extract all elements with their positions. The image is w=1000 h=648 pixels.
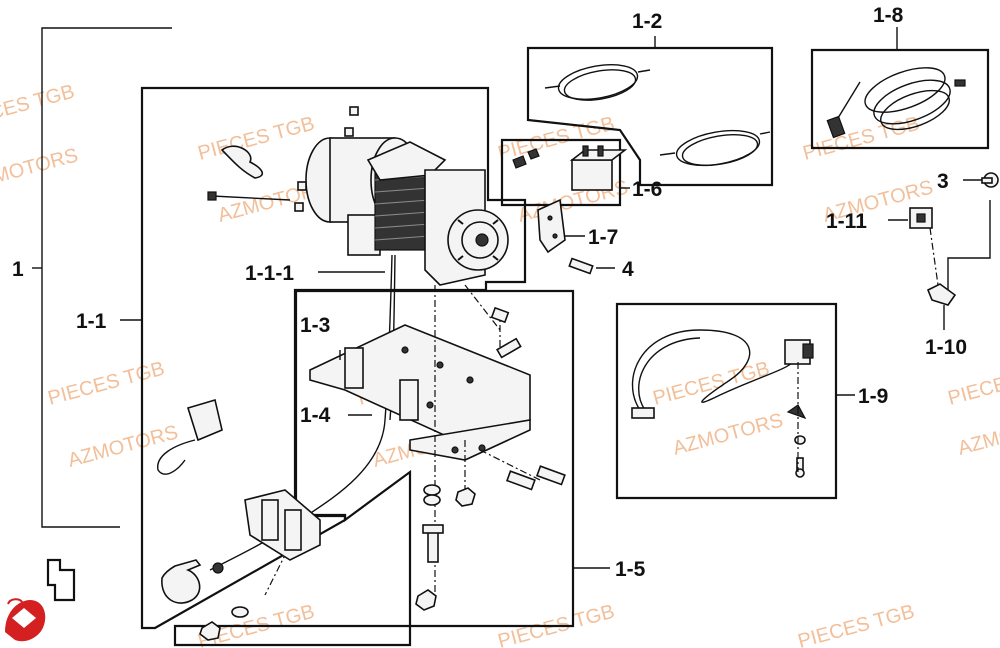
azmotors-logo: [5, 598, 46, 642]
bolt: [505, 470, 536, 491]
fastener-guideline: [479, 449, 541, 481]
washer: [423, 484, 441, 506]
watermark-pieces: PIECES TGB: [496, 601, 617, 648]
frame-1-8: [810, 48, 990, 150]
roller-fairlead: [244, 489, 321, 561]
label-1-5: 1-5: [615, 558, 646, 581]
watermark-azmotors: AZMOTORS: [956, 409, 1000, 459]
watermark-pieces: PIECES TGB: [196, 113, 317, 165]
frame-1-6: [500, 138, 622, 207]
mounting-plate: [309, 324, 531, 461]
nut: [199, 621, 221, 641]
leader-line: [947, 200, 991, 300]
label-1: 1: [12, 258, 24, 281]
watermark-pieces: PIECES TGB: [651, 358, 772, 410]
watermark-pieces: PIECES TGB: [946, 358, 1000, 410]
screw: [568, 257, 594, 275]
nut: [455, 487, 476, 507]
frame-1-9: [615, 302, 838, 500]
fastener-guideline: [264, 524, 301, 596]
label-1-2: 1-2: [632, 10, 662, 33]
label-1-4: 1-4: [300, 404, 331, 427]
label-3: 3: [937, 170, 949, 193]
label-1-8: 1-8: [873, 4, 904, 27]
watermark-azmotors: AZMOTORS: [0, 144, 80, 194]
frame-1-2: [526, 46, 774, 187]
small-nuts: [294, 106, 359, 212]
watermark-pieces: PIECES TGB: [796, 601, 917, 648]
hook-strap: [157, 398, 223, 475]
winch-gearbox: [424, 169, 509, 286]
bolt: [490, 306, 510, 324]
fastener-guideline: [929, 227, 939, 286]
watermark-azmotors: AZMOTORS: [671, 409, 786, 459]
fuse-strip: [220, 145, 264, 179]
watermark-pieces: PIECES TGB: [801, 113, 922, 165]
switch-bracket: [537, 198, 566, 254]
frame-1-5: [173, 289, 575, 647]
cable-tie: [207, 191, 291, 201]
label-4: 4: [622, 258, 634, 281]
label-1-11: 1-11: [826, 210, 867, 233]
label-1-9: 1-9: [858, 385, 888, 408]
label-1-1-1: 1-1-1: [245, 262, 294, 285]
bolt: [496, 337, 522, 359]
cable-coil: [659, 129, 771, 167]
cable-coil: [544, 64, 651, 101]
small-bracket: [46, 558, 76, 602]
watermark-pieces: PIECES TGB: [0, 81, 77, 133]
bolt: [422, 524, 444, 563]
fastener-guideline: [464, 284, 501, 331]
screw: [981, 172, 999, 188]
solenoid-relay: [512, 145, 628, 191]
handlebar-switch-cable: [826, 67, 966, 139]
label-1-6: 1-6: [632, 178, 662, 201]
label-1-7: 1-7: [588, 226, 618, 249]
watermark-azmotors: AZMOTORS: [66, 421, 181, 471]
washer: [231, 606, 249, 618]
part-labels: 1 1-1 1-1-1 1-3 1-4 1-5 1-2 1-6 1-7 4 1-…: [12, 4, 967, 581]
mounting-clip: [926, 283, 957, 306]
label-1-10: 1-10: [925, 336, 967, 359]
label-1-1: 1-1: [76, 310, 107, 333]
wiring-harness: [631, 329, 814, 478]
nut: [415, 589, 437, 611]
label-1-3: 1-3: [300, 314, 330, 337]
bracket-1: [32, 27, 172, 528]
switch-cover: [909, 207, 933, 229]
bolt: [535, 465, 566, 486]
leader-lines: [120, 27, 982, 569]
winch-hook: [161, 559, 224, 604]
watermark-pieces: PIECES TGB: [46, 358, 167, 410]
